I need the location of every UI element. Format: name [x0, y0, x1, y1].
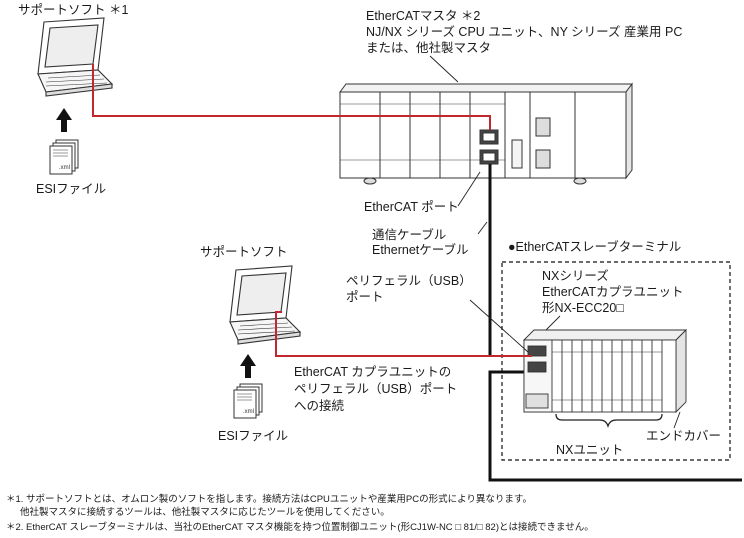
xml-tag: .xml [243, 409, 254, 415]
document-icon [49, 139, 79, 175]
usb-cable-bottom [275, 311, 532, 357]
port-leader-line [457, 171, 481, 207]
xml-tag: .xml [59, 165, 70, 171]
comm-cable-label-line2: Ethernetケーブル [372, 242, 469, 257]
nx-series-label-line3: 形NX-ECC20□ [542, 301, 624, 315]
ethercat-port-label: EtherCAT ポート [364, 200, 459, 214]
nx-unit-brace [555, 413, 663, 429]
coupler-conn-label-line3: への接続 [294, 398, 345, 413]
nx-series-label-line2: EtherCATカプラユニット [542, 285, 683, 299]
master-label-line3: または、他社製マスタ [366, 40, 491, 55]
ethercat-cable-out [488, 370, 742, 482]
laptop-icon [229, 265, 302, 345]
slave-terminal-boundary [501, 261, 731, 461]
peripheral-usb-label-line1: ペリフェラル（USB） [346, 274, 472, 288]
up-arrow-icon [240, 354, 256, 378]
footnote-1-line2: 他社製マスタに接続するツールは、他社製マスタに応じたツールを使用してください。 [20, 506, 390, 518]
nx-series-label-line1: NXシリーズ [542, 268, 609, 283]
master-label-line2: NJ/NX シリーズ CPU ユニット、NY シリーズ 産業用 PC [366, 24, 682, 39]
slave-terminal-device [522, 328, 688, 414]
coupler-conn-label-line2: ペリフェラル（USB）ポート [294, 382, 457, 396]
esi-file-bottom-label: ESIファイル [218, 429, 288, 443]
end-cover-label: エンドカバー [646, 429, 721, 443]
footnote-1-line1: ＊1. サポートソフトとは、オムロン製のソフトを指します。接続方法はCPUユニッ… [6, 493, 532, 505]
master-leader-line [429, 55, 459, 83]
comm-cable-label-line1: 通信ケーブル [372, 227, 446, 242]
cable-leader-line [477, 221, 488, 235]
up-arrow-icon [56, 108, 72, 132]
nx-unit-label: NXユニット [556, 443, 623, 457]
end-cover-leader-line [673, 411, 681, 429]
master-label-line1: EtherCATマスタ ＊2 [366, 9, 480, 23]
coupler-conn-label-line1: EtherCAT カプラユニットの [294, 365, 451, 379]
slave-terminal-title: ●EtherCATスレーブターミナル [508, 239, 681, 254]
ethercat-master-device [339, 82, 633, 185]
support-software-mid-label: サポートソフト [200, 245, 288, 259]
esi-file-label: ESIファイル [36, 182, 106, 196]
support-software-label: サポートソフト ＊1 [18, 3, 128, 17]
footnote-2-line1: ＊2. EtherCAT スレーブターミナルは、当社のEtherCAT マスタ機… [6, 521, 594, 533]
usb-leader-line [469, 299, 529, 353]
usb-cable-top [92, 64, 491, 130]
laptop-icon [37, 17, 114, 97]
peripheral-usb-label-line2: ポート [346, 290, 384, 304]
document-icon [233, 383, 263, 419]
